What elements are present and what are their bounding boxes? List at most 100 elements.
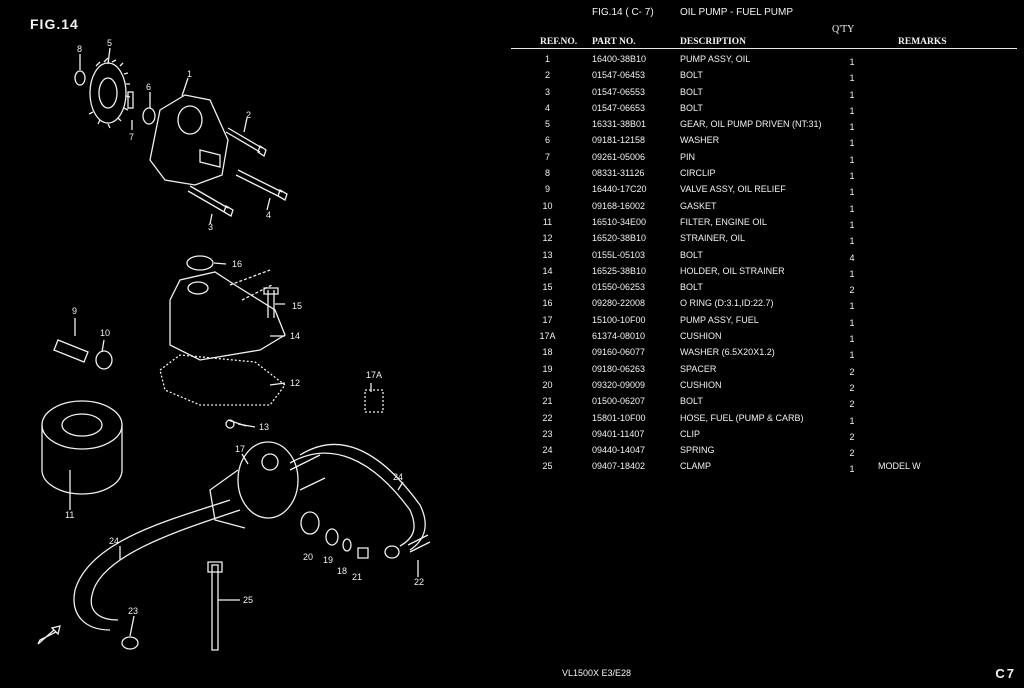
oil-strainer-holder-drawing: [169, 271, 286, 361]
description-cell: SPACER: [680, 363, 717, 374]
callout-10: 10: [100, 328, 110, 338]
ref-no-cell: 15: [542, 282, 553, 293]
qty-cell: 2: [849, 285, 855, 296]
qty-cell: 1: [849, 122, 855, 133]
callout-9: 9: [72, 306, 77, 316]
ref-no-cell: 18: [542, 347, 553, 358]
part-no-cell: 16525-38B10: [592, 265, 647, 276]
ref-no-cell: 7: [544, 151, 550, 162]
qty-cell: 1: [849, 154, 855, 165]
ref-no-cell: 17: [542, 314, 553, 325]
page-number: C7: [995, 666, 1016, 681]
qty-cell: 1: [849, 415, 855, 426]
part-no-cell: 0155L-05103: [592, 249, 646, 260]
callout-16: 16: [232, 259, 242, 269]
callout-11: 11: [65, 510, 74, 520]
qty-cell: 2: [849, 366, 855, 377]
oil-pump-driven-gear-drawing: [88, 57, 131, 129]
model-label: VL1500X E3/E28: [562, 668, 632, 678]
callout-21: 21: [352, 572, 362, 582]
ref-no-cell: 2: [544, 70, 550, 81]
description-cell: GASKET: [680, 200, 717, 211]
description-cell: BOLT: [680, 70, 703, 81]
callout-5: 5: [107, 38, 112, 48]
figure-reference: FIG.14 ( C- 7): [592, 7, 654, 18]
callout-23: 23: [128, 606, 138, 616]
part-no-cell: 09261-05006: [592, 151, 646, 162]
gasket-drawing: [95, 350, 113, 370]
o-ring-drawing: [186, 255, 214, 271]
qty-cell: 1: [849, 464, 855, 475]
callout-18: 18: [337, 566, 347, 576]
part-no-cell: 15100-10F00: [592, 314, 646, 325]
part-no-cell: 01547-06653: [592, 102, 646, 113]
qty-cell: 1: [849, 236, 855, 247]
description-cell: PUMP ASSY, OIL: [680, 54, 751, 64]
washer-18-drawing: [342, 538, 352, 552]
ref-no-cell: 17A: [539, 331, 556, 342]
description-cell: CUSHION: [680, 331, 722, 342]
callout-24-upper: 24: [393, 472, 403, 482]
ref-no-cell: 23: [542, 428, 553, 439]
ref-no-cell: 16: [542, 298, 553, 309]
qty-cell: 1: [849, 138, 855, 149]
description-cell: BOLT: [680, 249, 703, 260]
description-cell: O RING (D:3.1,ID:22.7): [680, 298, 774, 309]
part-no-cell: 01550-06253: [592, 282, 646, 293]
part-no-cell: 16331-38B01: [592, 119, 647, 130]
part-no-column-header: PART NO.: [592, 37, 636, 47]
ref-no-cell: 20: [542, 379, 553, 390]
clip-23-upper-drawing: [384, 545, 400, 559]
oil-filter-drawing: [41, 400, 123, 495]
callout-17a: 17A: [366, 370, 382, 380]
ref-no-column-header: REF.NO.: [540, 37, 578, 47]
front-arrow-icon: [37, 625, 61, 645]
qty-cell: 1: [849, 187, 855, 198]
qty-cell: 2: [849, 431, 855, 442]
bolt-21-drawing: [357, 547, 369, 559]
part-no-cell: 09181-12158: [592, 135, 646, 146]
fuel-pump-drawing: [209, 441, 326, 529]
qty-cell: 1: [849, 301, 855, 312]
ref-no-cell: 19: [542, 363, 553, 374]
ref-no-cell: 13: [542, 249, 553, 260]
callout-15: 15: [292, 301, 302, 311]
remarks-cell: MODEL W: [878, 461, 921, 472]
qty-cell: 4: [849, 252, 855, 263]
description-cell: PIN: [680, 151, 696, 162]
table-row: 7 09261-05006 PIN 1: [511, 150, 1017, 166]
qty-cell: 1: [849, 219, 855, 230]
part-no-cell: 16510-34E00: [592, 216, 647, 227]
part-no-cell: 01547-06553: [592, 86, 646, 97]
qty-cell: 1: [849, 268, 855, 279]
header-divider: [511, 48, 1017, 49]
oil-pump-body-drawing: [149, 94, 229, 186]
washer-drawing: [142, 107, 156, 125]
figure-label: FIG.14: [30, 16, 79, 32]
clamp-drawing: [207, 561, 223, 651]
description-cell: WASHER (6.5X20X1.2): [680, 347, 775, 358]
description-cell: GEAR, OIL PUMP DRIVEN (NT:31): [680, 119, 822, 130]
description-cell: SPRING: [680, 445, 715, 456]
qty-cell: 1: [849, 57, 855, 67]
qty-cell: 1: [849, 171, 855, 182]
table-row: 13 0155L-05103 BOLT 4: [511, 248, 1017, 264]
callout-2: 2: [246, 110, 251, 120]
ref-no-cell: 24: [542, 445, 553, 456]
description-cell: PUMP ASSY, FUEL: [680, 314, 759, 325]
description-cell: WASHER: [680, 135, 720, 146]
